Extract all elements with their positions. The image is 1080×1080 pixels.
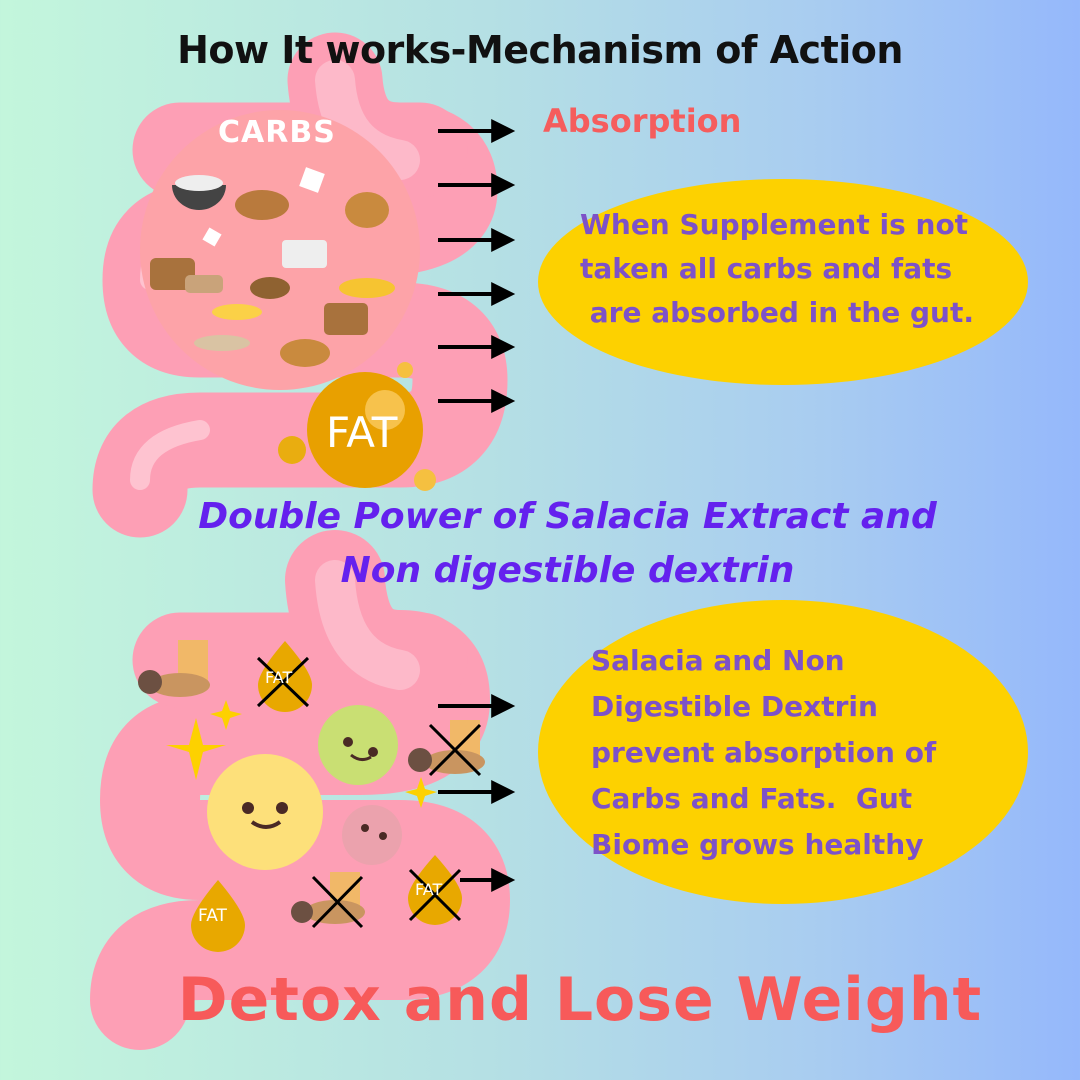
blocked-food-icon — [138, 640, 210, 697]
middle-heading: Double Power of Salacia Extract and Non … — [0, 490, 1080, 598]
bubble-text-bottom: Salacia and Non Digestible Dextrin preve… — [591, 638, 1011, 868]
bubble-line: taken all carbs and fats — [580, 252, 953, 285]
speech-bubble-top — [538, 179, 1028, 385]
bubble-line: Biome grows healthy — [591, 828, 924, 861]
fat-drop-crossed-icon — [408, 855, 462, 925]
happy-microbe-pink-icon — [342, 805, 402, 865]
bubble-line: When Supplement is not — [580, 208, 969, 241]
absorption-label: Absorption — [543, 102, 742, 140]
absorption-arrows-bottom — [438, 694, 516, 892]
carbs-label: CARBS — [218, 115, 336, 150]
bubble-line: Carbs and Fats. Gut — [591, 782, 913, 815]
fat-drop-label: FAT — [265, 668, 293, 687]
bubble-line: are absorbed in the gut. — [580, 296, 974, 329]
blocked-food-icon — [408, 720, 485, 777]
heading-line: Double Power of Salacia Extract and — [198, 496, 937, 537]
fat-drop-label: FAT — [198, 906, 227, 926]
carbs-circle — [140, 110, 420, 390]
fat-drop-label: FAT — [415, 880, 443, 899]
fat-drop-icon — [191, 880, 245, 952]
sparkle-icons — [166, 700, 437, 808]
carb-foods-icons — [150, 167, 395, 367]
happy-microbe-yellow-icon — [207, 754, 323, 870]
absorption-arrows — [438, 119, 516, 413]
bubble-line: Salacia and Non — [591, 644, 845, 677]
intestine-top-illustration — [92, 32, 508, 538]
intestine-bottom-illustration — [90, 530, 510, 1050]
page-title: How It works-Mechanism of Action — [177, 28, 903, 72]
happy-microbe-green-icon — [318, 705, 398, 785]
footer-slogan: Detox and Lose Weight — [177, 965, 983, 1035]
bubble-line: prevent absorption of — [591, 736, 937, 769]
speech-bubble-bottom — [538, 600, 1028, 904]
fat-drop-crossed-icon — [256, 641, 312, 712]
fat-label: FAT — [326, 408, 398, 457]
blocked-food-icon — [291, 872, 365, 929]
fat-ball-icon — [278, 362, 436, 491]
heading-line: Non digestible dextrin — [340, 550, 795, 591]
bubble-text-top: When Supplement is not taken all carbs a… — [580, 203, 1000, 335]
bubble-line: Digestible Dextrin — [591, 690, 878, 723]
